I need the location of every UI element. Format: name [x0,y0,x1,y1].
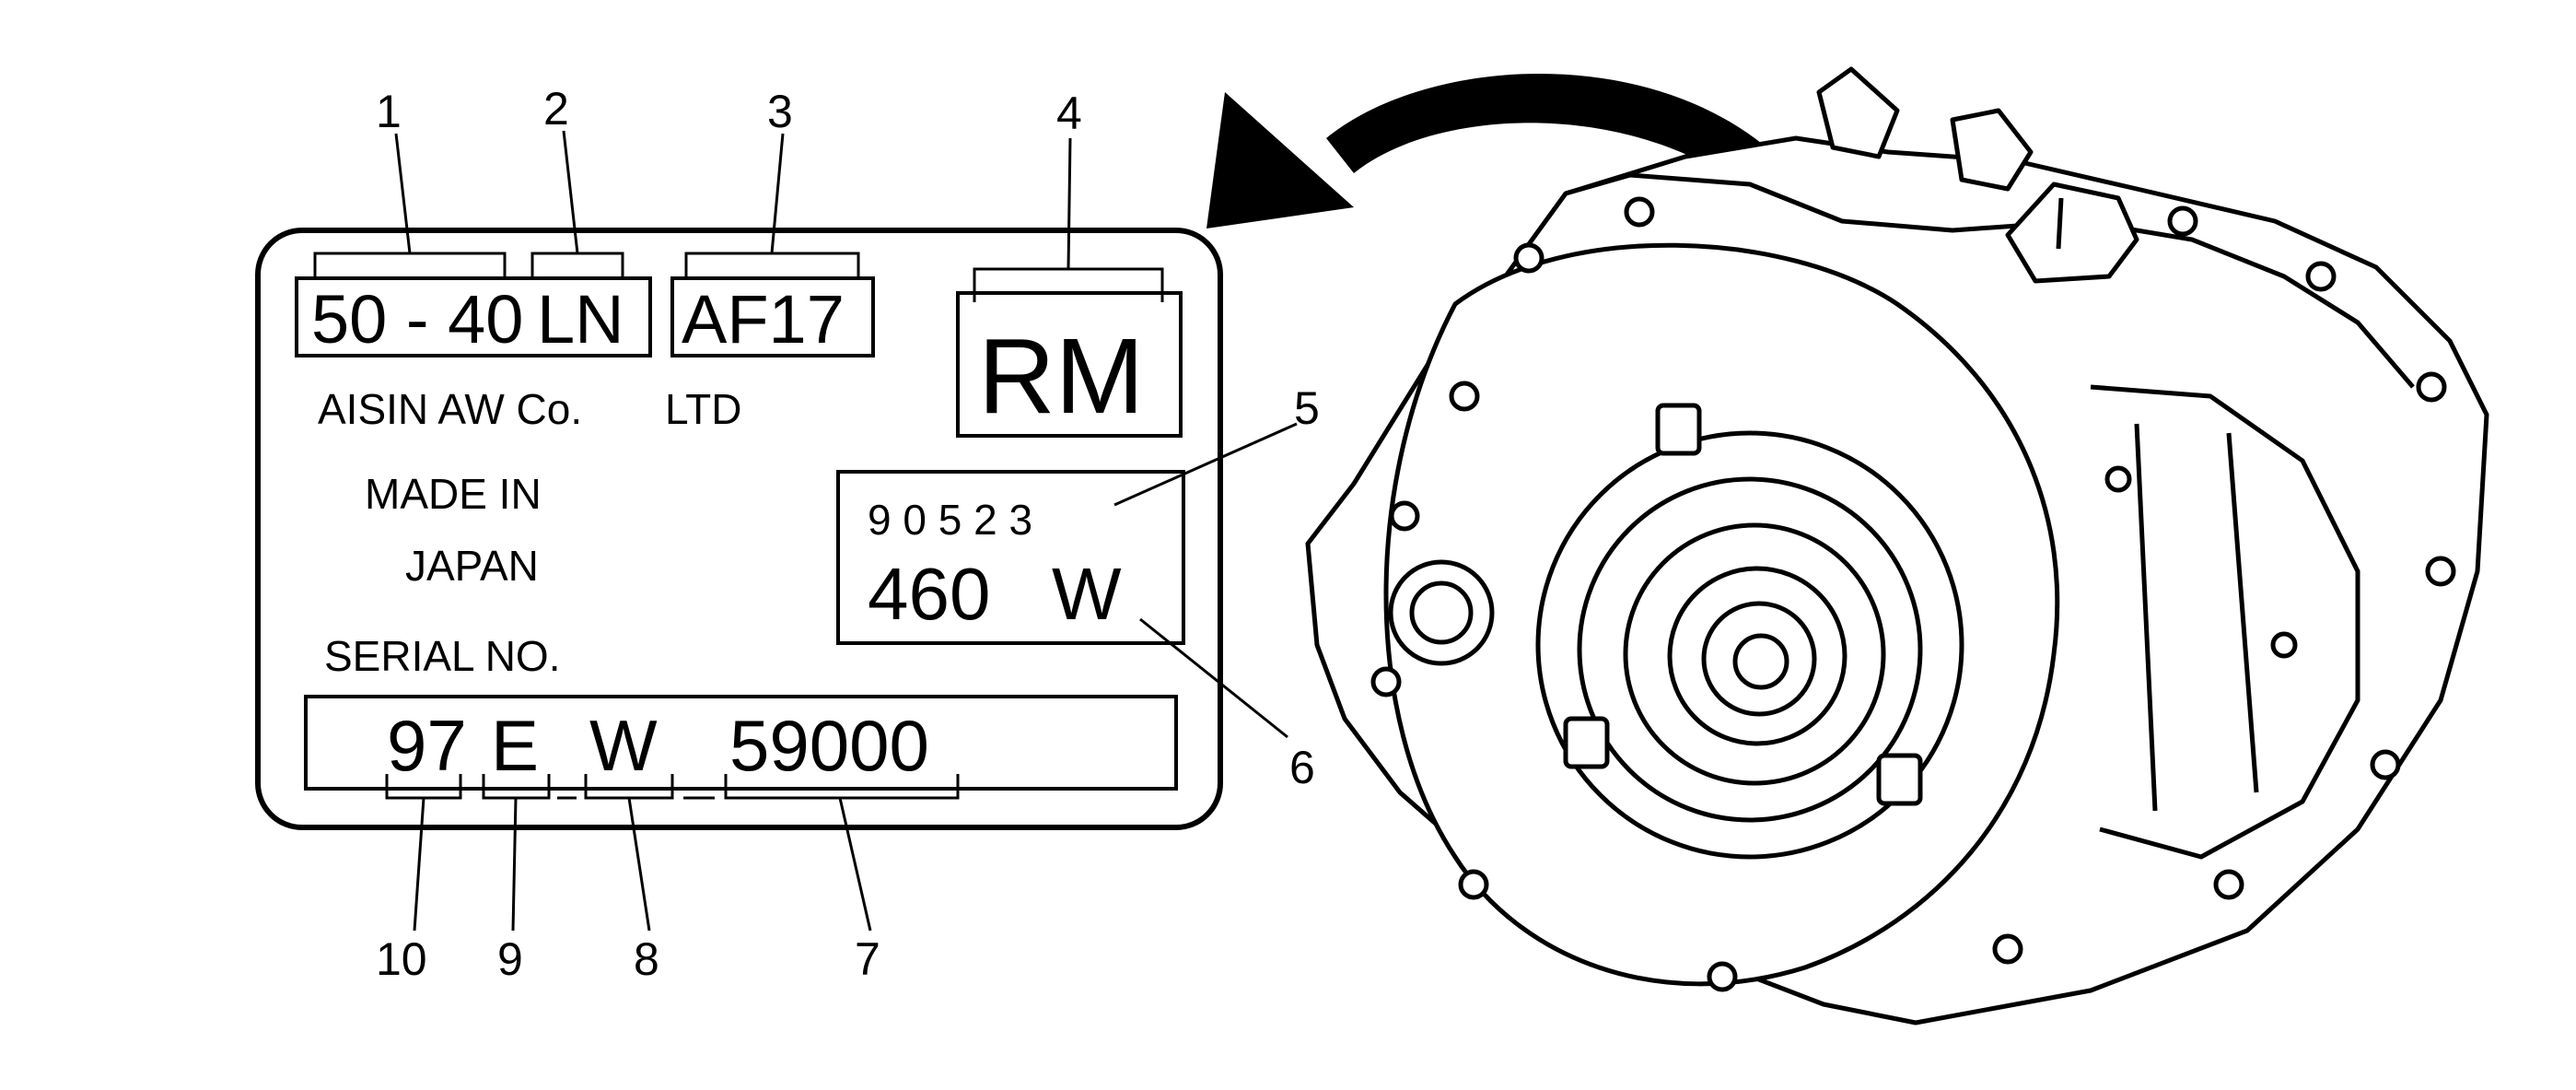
bolt [1449,381,1480,412]
axle-seal-inner [1409,580,1474,645]
model-code-text: 50 - 40 [311,281,523,357]
bolt [2425,556,2456,587]
callout-7: 7 [855,933,880,985]
bolt [2305,261,2337,292]
arrow-head [1206,92,1354,229]
bolt [1707,961,1738,992]
serial-box [304,695,1178,791]
bolt [1458,869,1489,900]
drive-lug-2 [1563,716,1610,769]
callout-1: 1 [376,86,402,137]
bolt [1389,500,1420,532]
bracket-3 [684,252,860,276]
callout-3: 3 [767,86,793,137]
manufacturer-text: AISIN AW Co. [318,385,582,433]
manufacturer-suffix-text: LTD [665,385,742,433]
model-suffix-text: LN [537,281,624,357]
callout-leaders [394,130,1298,932]
serial-line-text: W [589,705,658,786]
bolt [1513,242,1544,274]
drive-lug-3 [1876,753,1923,806]
country-text: JAPAN [405,542,539,590]
transmission-illustration [1305,66,2489,1026]
build-code-box [836,470,1185,645]
model-family-box [670,276,875,357]
callout-5: 5 [1294,382,1320,434]
bolt [1624,196,1655,228]
bolt [2416,371,2447,403]
model-code-box [295,276,652,357]
callout-10: 10 [376,933,427,985]
callout-4: 4 [1056,88,1082,139]
side-cover [2090,384,2360,860]
label-outline [255,228,1223,830]
serial-year-text: 97 [387,705,467,786]
usage-code-box [956,291,1183,438]
serial-plant-text: E [491,705,539,786]
shift-shaft [2056,197,2064,250]
bracket-2 [530,252,624,276]
callout-numbers: 1 2 3 4 5 6 7 8 9 10 [376,83,1320,985]
callout-2: 2 [543,83,569,135]
made-in-text: MADE IN [365,470,542,518]
connector [1816,66,1900,159]
bolt [2213,869,2244,900]
date-code-text: 9 0 5 2 3 [868,496,1032,544]
drive-lug-1 [1655,403,1702,456]
serial-sequence-text: 59000 [729,705,929,786]
bolt [1992,933,2023,965]
build-number-text: 460 [868,553,990,635]
bracket-9 [482,774,551,800]
arrow-shaft [1326,73,1782,189]
side-rib-2 [2226,432,2259,793]
build-letter-text: W [1052,553,1122,635]
side-rib [2134,423,2158,812]
torque-converter-ring-3 [1667,566,1847,746]
bolt [2104,465,2132,493]
callout-8: 8 [634,933,659,985]
bracket-1 [313,252,507,276]
bolt [2167,205,2198,237]
axle-seal-outer [1388,559,1495,666]
sensor [1950,108,2034,192]
torque-converter-ring-2 [1623,522,1886,786]
callout-6: 6 [1289,742,1315,793]
bolt [2270,631,2298,659]
torque-converter-hub [1732,633,1789,690]
torque-converter-ring-1 [1577,476,1923,823]
bracket-7 [724,774,960,800]
serial-label-text: SERIAL NO. [324,632,560,680]
callout-9: 9 [497,933,523,985]
bolt [2370,749,2401,780]
id-label-plate: 50 - 40 LN AF17 RM AISIN AW Co. LTD MADE… [255,228,1223,830]
location-arrow [1206,73,1782,229]
model-family-text: AF17 [682,281,845,357]
bolt [1370,666,1402,697]
valve-body [2005,182,2139,284]
usage-code-text: RM [978,316,1144,436]
torque-converter-ring-4 [1701,601,1817,717]
bracket-4 [973,267,1164,302]
